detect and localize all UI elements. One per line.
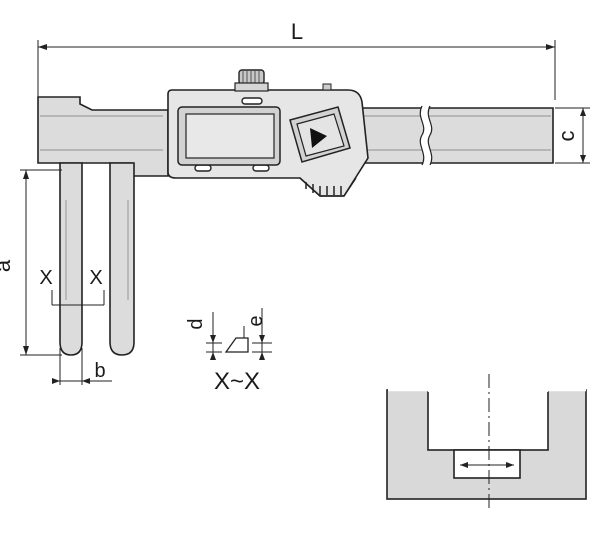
groove-detail: [386, 374, 587, 512]
label-L: L: [291, 19, 303, 44]
label-section: X~X: [214, 368, 260, 395]
dimension-a: a: [0, 169, 62, 356]
label-c: c: [554, 131, 579, 142]
display-unit: [167, 69, 369, 197]
section-tip: d e X~X: [185, 308, 272, 395]
dimension-b: b: [52, 348, 112, 385]
label-d: d: [185, 318, 207, 329]
dimension-L: L: [37, 19, 556, 100]
label-X-left: X: [39, 267, 52, 289]
label-a: a: [0, 259, 15, 272]
label-e: e: [245, 315, 267, 326]
label-b: b: [94, 360, 105, 382]
play-icon: [310, 128, 327, 148]
dimension-c: c: [554, 107, 590, 164]
label-X-right: X: [89, 267, 102, 289]
caliper-jaws: [51, 162, 135, 356]
